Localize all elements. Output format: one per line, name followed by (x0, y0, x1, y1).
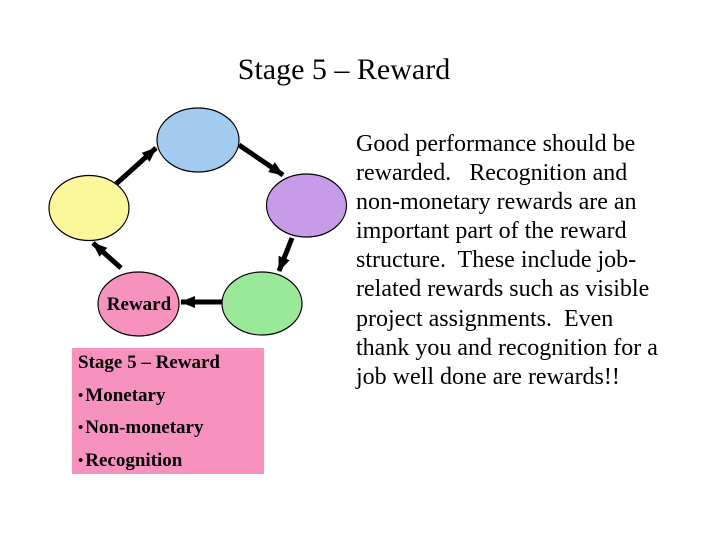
callout-bullet-label: Non-monetary (85, 417, 204, 438)
slide-body-paragraph: Good performance should be rewarded. Rec… (356, 130, 686, 392)
arrow-bottom-left-to-left (91, 241, 123, 270)
reward-cycle-diagram: Reward (48, 107, 348, 337)
body-line: project assignments. Even (356, 305, 614, 332)
bullet-icon: • (78, 388, 84, 404)
callout-bullet-label: Monetary (85, 385, 166, 406)
body-line: non-monetary rewards are an (356, 189, 637, 216)
arrow-right-to-bottom-right (276, 237, 295, 272)
callout-heading: Stage 5 – Reward (78, 352, 220, 373)
arrow-left-to-top (114, 146, 158, 186)
body-line: important part of the reward (356, 218, 627, 245)
bullet-icon: • (78, 453, 84, 469)
node-ellipse-top (156, 107, 240, 173)
body-line: Good performance should be (356, 131, 636, 157)
stage5-callout-box: Stage 5 – Reward •Monetary •Non-monetary… (72, 348, 264, 474)
node-ellipse-left (48, 174, 130, 242)
node-ellipse-bottom-right (221, 271, 303, 336)
callout-bullet-item: •Non-monetary (78, 417, 203, 440)
arrow-top-to-right (237, 142, 285, 178)
slide-title: Stage 5 – Reward (237, 53, 451, 86)
body-line: structure. These include job- (356, 247, 637, 274)
body-line: job well done are rewards!! (356, 363, 620, 390)
body-line: rewarded. Recognition and (356, 160, 628, 187)
callout-bullet-item: •Recognition (78, 450, 182, 473)
callout-bullet-label: Recognition (85, 450, 183, 471)
node-ellipse-bottom-left (97, 271, 180, 337)
callout-bullet-item: •Monetary (78, 385, 165, 408)
body-line: thank you and recognition for a (356, 334, 658, 361)
body-line: related rewards such as visible (356, 276, 650, 303)
bullet-icon: • (78, 420, 84, 436)
node-label-reward: Reward (107, 294, 172, 315)
node-ellipse-right (265, 173, 348, 238)
